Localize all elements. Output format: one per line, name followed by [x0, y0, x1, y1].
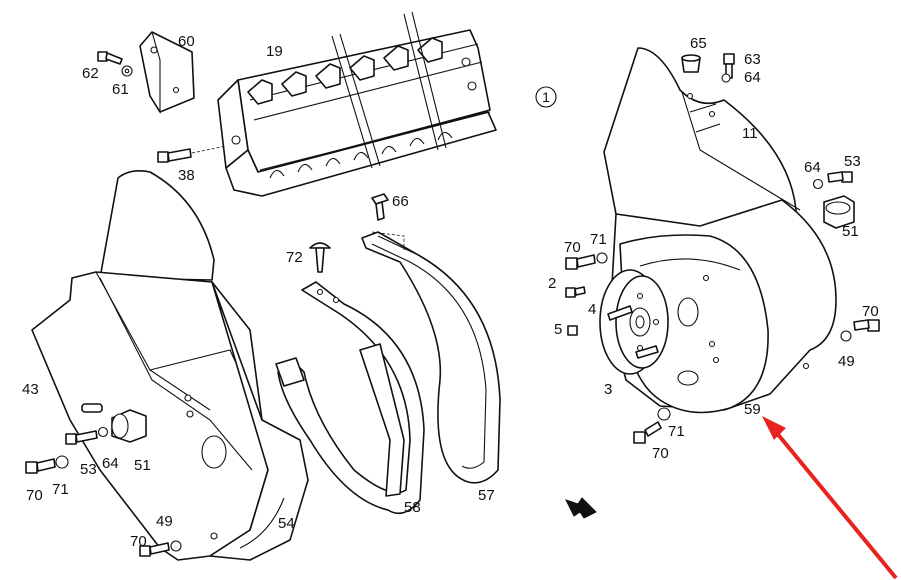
label-part-64-top: 64 [744, 69, 761, 86]
label-part-70-right: 70 [862, 303, 879, 320]
washer-part-64-right [812, 178, 824, 190]
label-part-72: 72 [286, 249, 303, 266]
label-part-5: 5 [554, 321, 562, 338]
washer-part-71-upper-right [596, 252, 608, 264]
washer-part-71-left [55, 455, 69, 469]
label-part-65: 65 [690, 35, 707, 52]
label-part-2: 2 [548, 275, 556, 292]
washer-part-71-lower-right [657, 407, 671, 421]
nut-part-5 [567, 325, 578, 336]
label-part-70-upper-right: 70 [564, 239, 581, 256]
label-part-60: 60 [178, 33, 195, 50]
label-part-11: 11 [742, 125, 758, 142]
bolt-part-53-left [65, 430, 98, 445]
spacer-part-51-right [823, 195, 855, 229]
washer-part-49-right [840, 330, 852, 342]
group-marker-circle [535, 86, 557, 108]
label-part-71-upper-right: 71 [590, 231, 607, 248]
label-part-66: 66 [392, 193, 409, 210]
label-part-64-right: 64 [804, 159, 821, 176]
label-part-43: 43 [22, 381, 39, 398]
bolt-part-70-left [25, 458, 56, 474]
cap-part-65 [681, 54, 701, 73]
bolt-part-53-right [827, 171, 853, 183]
belt-part-57 [361, 231, 501, 484]
pin-part-small [81, 403, 103, 413]
label-part-64-left: 64 [102, 455, 119, 472]
label-part-54: 54 [278, 515, 295, 532]
label-part-51-left: 51 [134, 457, 151, 474]
bracket-part-60 [139, 31, 195, 114]
bolt-part-62 [97, 51, 123, 65]
label-part-57: 57 [478, 487, 495, 504]
label-part-70-bottom: 70 [130, 533, 147, 550]
label-part-38: 38 [178, 167, 195, 184]
label-part-71-left: 71 [52, 481, 69, 498]
label-part-49-bottom: 49 [156, 513, 173, 530]
bolt-part-70-bottom [139, 542, 170, 557]
label-part-62: 62 [82, 65, 99, 82]
washer-part-64-top [721, 73, 731, 83]
belt-part-58 [275, 281, 425, 515]
bolt-part-70-lower-right [633, 421, 662, 444]
bolt-part-70-upper-right [565, 254, 596, 270]
label-part-71-lower-right: 71 [668, 423, 685, 440]
mounting-rail-part [217, 11, 497, 197]
red-pointer-arrow [762, 416, 898, 580]
label-part-49-right: 49 [838, 353, 855, 370]
washer-part-64-left [97, 426, 109, 438]
group-marker-text: 1 [542, 89, 550, 105]
label-part-70-left: 70 [26, 487, 43, 504]
direction-arrow-symbol [565, 497, 597, 519]
label-part-53-left: 53 [80, 461, 97, 478]
pulley-housing-part-59 [609, 199, 837, 414]
stud-part-4 [607, 305, 659, 359]
label-part-19: 19 [266, 43, 283, 60]
belt-cover-part-43 [31, 170, 309, 561]
label-part-59: 59 [744, 401, 761, 418]
label-part-58: 58 [404, 499, 421, 516]
label-part-4: 4 [588, 301, 596, 318]
screw-part-72 [309, 242, 331, 273]
label-part-51-right: 51 [842, 223, 859, 240]
bolt-part-2 [565, 286, 586, 298]
upper-cover-part-11 [603, 47, 801, 233]
label-part-70-lower-right: 70 [652, 445, 669, 462]
spacer-part-51-left [111, 409, 147, 443]
pulley-part-3 [599, 269, 669, 375]
label-part-53-right: 53 [844, 153, 861, 170]
washer-part-49-bottom [170, 540, 182, 552]
bolt-part-70-right [853, 319, 880, 332]
bolt-part-38 [157, 145, 227, 163]
label-part-3: 3 [604, 381, 612, 398]
bolt-part-66 [371, 193, 389, 221]
label-part-61: 61 [112, 81, 129, 98]
label-part-63: 63 [744, 51, 761, 68]
